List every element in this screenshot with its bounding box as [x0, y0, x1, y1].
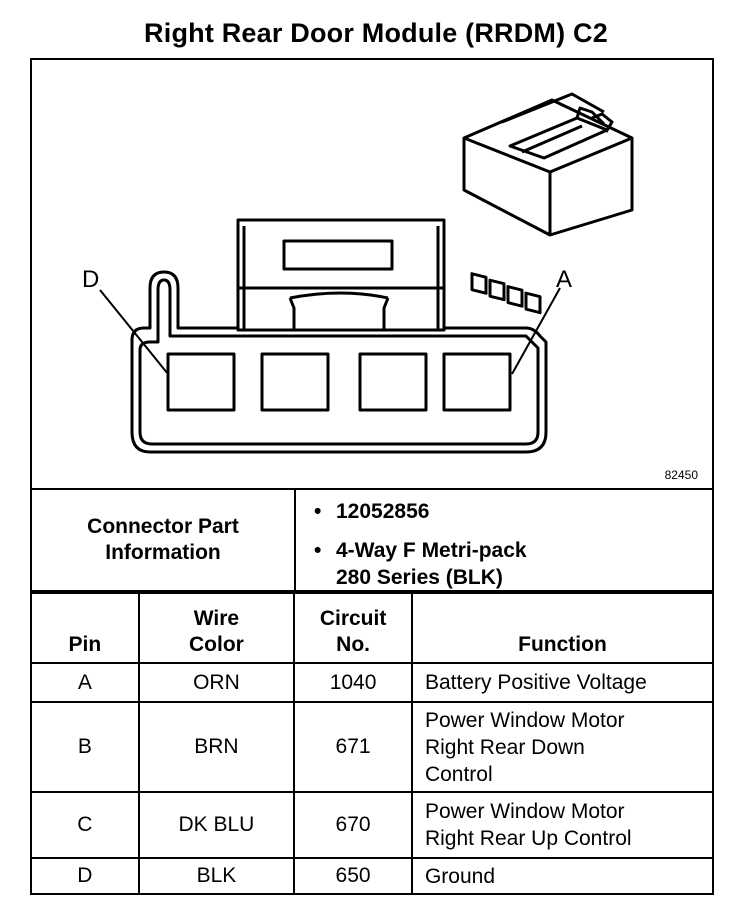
table-row: A ORN 1040 Battery Positive Voltage: [30, 662, 715, 703]
part-number: 12052856: [336, 500, 430, 523]
cell-pin: A: [30, 662, 140, 703]
cell-pin: B: [30, 701, 140, 793]
table-row: D BLK 650 Ground: [30, 857, 715, 895]
cavity-c: [260, 352, 330, 412]
cell-function: Battery Positive Voltage: [410, 662, 715, 703]
cell-function: Ground: [410, 857, 715, 895]
connector-3d-icon: [462, 92, 634, 315]
figure-number: 82450: [664, 468, 698, 482]
description-bullet: • 4-Way F Metri-pack 280 Series (BLK): [314, 537, 714, 591]
cavity-d: [166, 352, 236, 412]
bullet-icon: •: [314, 539, 322, 562]
pin-label-a: A: [556, 266, 573, 293]
cell-wire-color: ORN: [137, 662, 296, 703]
cell-pin: C: [30, 791, 140, 859]
pin-label-d: D: [82, 266, 100, 293]
cavity-a: [442, 352, 512, 412]
page-title: Right Rear Door Module (RRDM) C2: [144, 18, 608, 48]
connector-info-label: Connector Part Information: [32, 490, 296, 590]
cell-wire-color: BRN: [137, 701, 296, 793]
description-line2: 280 Series (BLK): [336, 566, 503, 589]
description-line1: 4-Way F Metri-pack: [336, 539, 527, 562]
connector-diagram: D A 82450: [30, 58, 714, 490]
cell-wire-color: DK BLU: [137, 791, 296, 859]
connector-info-label-line2: Information: [105, 541, 221, 564]
cell-circuit: 671: [293, 701, 413, 793]
connector-info-section: Connector Part Information • 12052856 • …: [30, 490, 714, 592]
cell-circuit: 1040: [293, 662, 413, 703]
cavity-b: [358, 352, 428, 412]
connector-info-details: • 12052856 • 4-Way F Metri-pack 280 Seri…: [296, 490, 714, 590]
header-pin: Pin: [30, 592, 140, 664]
connector-drawing: [99, 92, 634, 454]
cell-wire-color: BLK: [137, 857, 296, 895]
header-function: Function: [410, 592, 715, 664]
cell-circuit: 650: [293, 857, 413, 895]
bullet-icon: •: [314, 500, 322, 523]
connector-face: [99, 218, 561, 454]
connector-info-label-line1: Connector Part: [87, 515, 239, 538]
part-number-bullet: • 12052856: [314, 498, 714, 525]
cell-pin: D: [30, 857, 140, 895]
cell-circuit: 670: [293, 791, 413, 859]
